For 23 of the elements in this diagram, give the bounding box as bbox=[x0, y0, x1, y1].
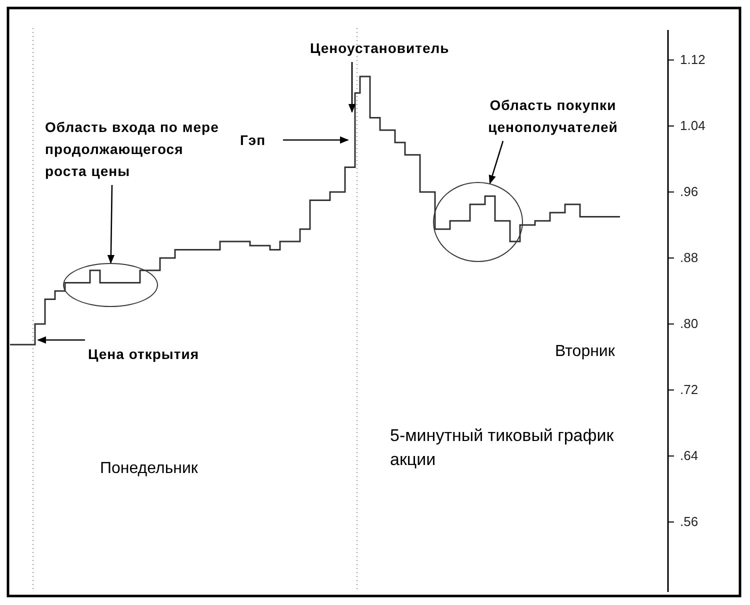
annotation-text: Ценоустановитель bbox=[310, 37, 480, 59]
arrow bbox=[283, 136, 349, 144]
annotation-text: Область покупки ценополучателей bbox=[468, 94, 638, 138]
caption-text: 5-минутный тиковый график акции bbox=[390, 425, 615, 471]
axis-tick-label: 1.04 bbox=[680, 118, 706, 133]
axis-tick-label: .72 bbox=[680, 382, 698, 397]
axis-tick-label: .88 bbox=[680, 250, 698, 265]
axis-tick-label: 1.12 bbox=[680, 52, 706, 67]
annotation-text: Область входа по мере продолжающегося роста цены bbox=[45, 116, 220, 182]
arrow bbox=[37, 336, 85, 344]
axis-tick-label: .80 bbox=[680, 316, 698, 331]
arrow bbox=[348, 62, 356, 113]
day-label: Понедельник bbox=[100, 460, 199, 478]
leader-arrow bbox=[107, 185, 115, 264]
annotation-text: Цена открытия bbox=[88, 343, 238, 365]
highlight-ellipse bbox=[63, 263, 158, 307]
highlight-ellipse bbox=[433, 182, 523, 262]
axis-tick-label: .96 bbox=[680, 184, 698, 199]
axis-tick-label: .56 bbox=[680, 514, 698, 529]
annotation-text: Гэп bbox=[240, 129, 280, 151]
day-label: Вторник bbox=[555, 343, 616, 361]
leader-arrow bbox=[488, 140, 504, 184]
axis-tick-label: .64 bbox=[680, 448, 698, 463]
